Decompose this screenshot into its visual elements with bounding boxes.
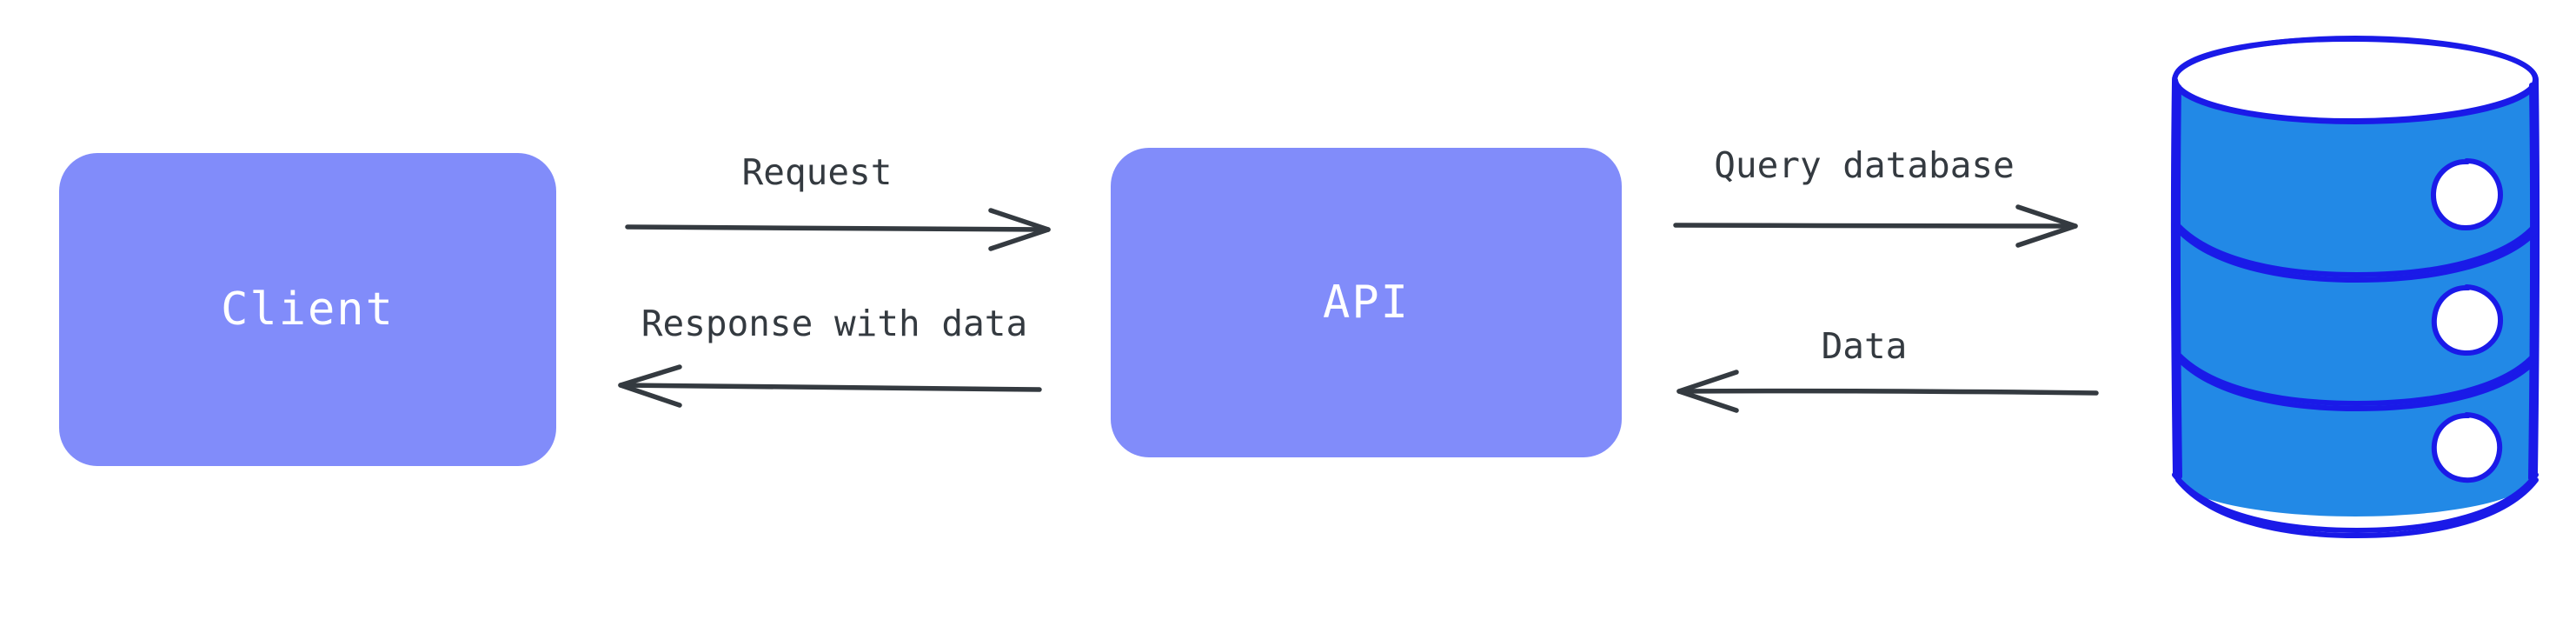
arrow-data[interactable]	[1676, 370, 2099, 413]
node-api-label: API	[1323, 277, 1410, 329]
edge-label-response: Response with data	[641, 303, 1028, 344]
arrow-response[interactable]	[618, 364, 1042, 408]
node-client[interactable]: Client	[59, 153, 556, 466]
edge-label-data: Data	[1821, 325, 1908, 367]
node-client-label: Client	[221, 283, 395, 336]
edge-label-request: Request	[741, 151, 893, 193]
database-indicator-hole-3	[2431, 412, 2503, 483]
edge-label-query-database: Query database	[1714, 144, 2015, 186]
arrow-request[interactable]	[625, 208, 1051, 251]
node-database[interactable]	[2170, 36, 2540, 538]
database-indicator-hole-1	[2430, 158, 2503, 230]
database-indicator-hole-2	[2431, 284, 2503, 356]
arrow-query-database[interactable]	[1673, 204, 2078, 248]
node-api[interactable]: API	[1111, 148, 1622, 457]
